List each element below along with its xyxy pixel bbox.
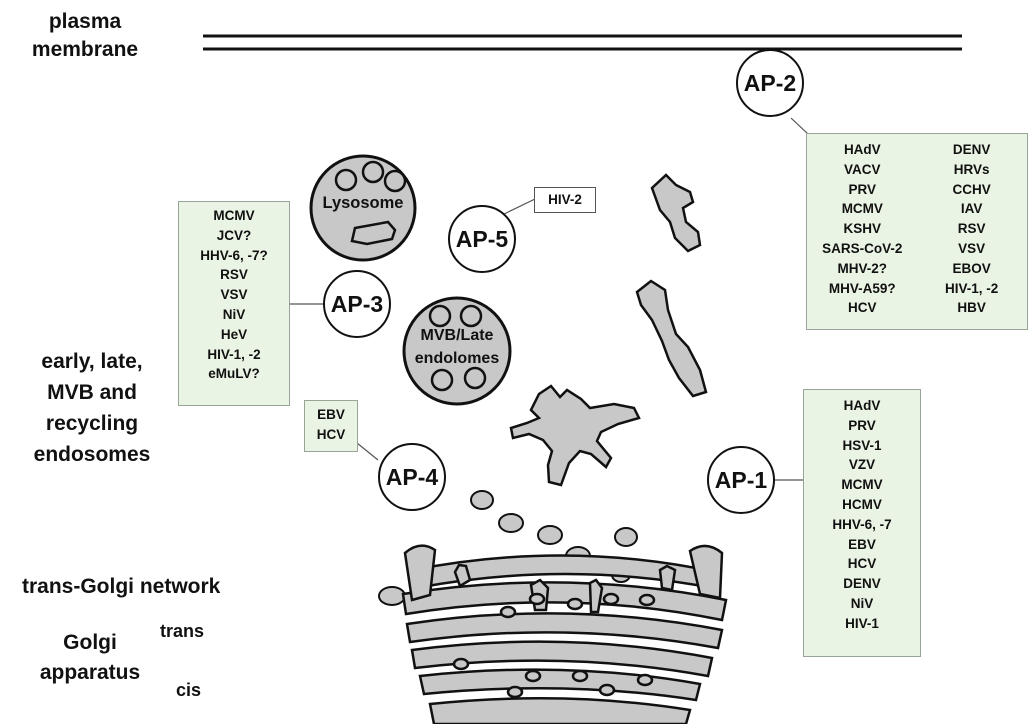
cis-face-label: cis <box>176 680 202 700</box>
virus-item: RSV <box>957 221 986 237</box>
lysosome <box>309 154 417 262</box>
virus-item: VSV <box>958 240 986 256</box>
virus-item: HCV <box>848 300 877 316</box>
virus-item: MCMV <box>841 477 883 493</box>
virus-item: HCV <box>847 556 877 572</box>
virus-item: HBV <box>957 300 986 316</box>
virus-item: CCHV <box>952 181 991 197</box>
virus-item: HIV-1 <box>845 615 879 631</box>
virus-item: HHV-6, -7? <box>200 247 268 263</box>
virus-item: HCMV <box>842 496 882 512</box>
early-endosome <box>509 384 641 487</box>
ap3-node: AP-3 <box>323 270 391 338</box>
virus-item: VACV <box>844 161 881 177</box>
virus-item: IAV <box>960 201 983 217</box>
endosomes-label-line: endosomes <box>33 443 151 466</box>
ap2-node: AP-2 <box>736 49 804 117</box>
tubular-endosome-lower <box>635 279 708 398</box>
mvb-label-line: endolomes <box>414 350 500 367</box>
virus-item: RSV <box>220 267 248 283</box>
virus-item: HAdV <box>843 142 881 157</box>
endosomes-label: early, late, MVB and recycling endosomes <box>22 346 162 470</box>
virus-item: MHV-A59? <box>828 280 896 296</box>
virus-item: DENV <box>952 142 991 157</box>
virus-item: EBV <box>848 536 876 552</box>
trans-face-label: trans <box>160 621 205 641</box>
ap5-virus-column: HIV-2 <box>535 190 595 210</box>
virus-item: HIV-1, -2 <box>207 346 261 362</box>
virus-item: HHV-6, -7 <box>832 516 892 532</box>
virus-item: VZV <box>848 457 876 473</box>
virus-item: HeV <box>220 326 248 342</box>
ap5-node: AP-5 <box>448 205 516 273</box>
ap1-node: AP-1 <box>707 446 775 514</box>
virus-item: MHV-2? <box>837 260 888 276</box>
virus-item: JCV? <box>216 227 252 243</box>
trans-golgi-network-label: trans-Golgi network <box>22 575 221 598</box>
plasma-membrane-label-line: membrane <box>31 38 139 61</box>
virus-item: SARS-CoV-2 <box>822 240 903 256</box>
ap4-node: AP-4 <box>378 443 446 511</box>
plasma-membrane-label: plasma membrane <box>30 8 140 64</box>
virus-item: HIV-2 <box>548 192 582 207</box>
virus-item: HIV-1, -2 <box>945 280 999 296</box>
virus-item: PRV <box>848 181 877 197</box>
mvb-label: MVB/Late endolomes <box>404 324 510 370</box>
mvb-label-line: MVB/Late <box>420 327 494 344</box>
virus-item: HSV-1 <box>842 437 882 453</box>
endosomes-label-line: recycling <box>45 412 139 435</box>
virus-item: eMuLV? <box>208 366 260 382</box>
ap4-virus-column: EBV HCV <box>305 405 357 445</box>
virus-item: EBV <box>317 407 345 422</box>
ap4-virus-list: EBV HCV <box>304 400 358 452</box>
golgi-apparatus <box>401 544 728 724</box>
endosomes-label-line: early, late, <box>41 350 143 373</box>
virus-item: KSHV <box>843 221 882 237</box>
virus-item: HCV <box>316 426 346 442</box>
virus-item: HAdV <box>843 398 881 413</box>
golgi-apparatus-label-line: Golgi <box>63 631 117 654</box>
ap3-virus-column: MCMV JCV? HHV-6, -7? RSV VSV NiV HeV HIV-1, -2 e… <box>179 206 289 384</box>
virus-item: EBOV <box>952 260 991 276</box>
virus-item: NiV <box>222 306 246 322</box>
golgi-apparatus-label: Golgi apparatus <box>30 628 150 688</box>
ap5-virus-list: HIV-2 <box>534 187 596 213</box>
plasma-membrane-label-line: plasma <box>48 10 122 33</box>
golgi-apparatus-label-line: apparatus <box>39 661 141 684</box>
mvb-late-endosome <box>402 296 512 406</box>
virus-item: VSV <box>220 287 248 303</box>
connector-lines <box>290 117 809 481</box>
virus-item: MCMV <box>213 208 255 223</box>
virus-item: HRVs <box>953 161 990 177</box>
endosomes-label-line: MVB and <box>47 381 137 404</box>
virus-item: PRV <box>848 417 876 433</box>
virus-item: MCMV <box>841 201 883 217</box>
lysosome-label: Lysosome <box>322 194 404 212</box>
tubular-endosome-upper <box>650 173 702 253</box>
virus-item: DENV <box>843 576 881 592</box>
ap3-virus-list: MCMV JCV? HHV-6, -7? RSV VSV NiV HeV HIV-1, -2 e… <box>178 201 290 406</box>
virus-item: NiV <box>850 595 874 611</box>
